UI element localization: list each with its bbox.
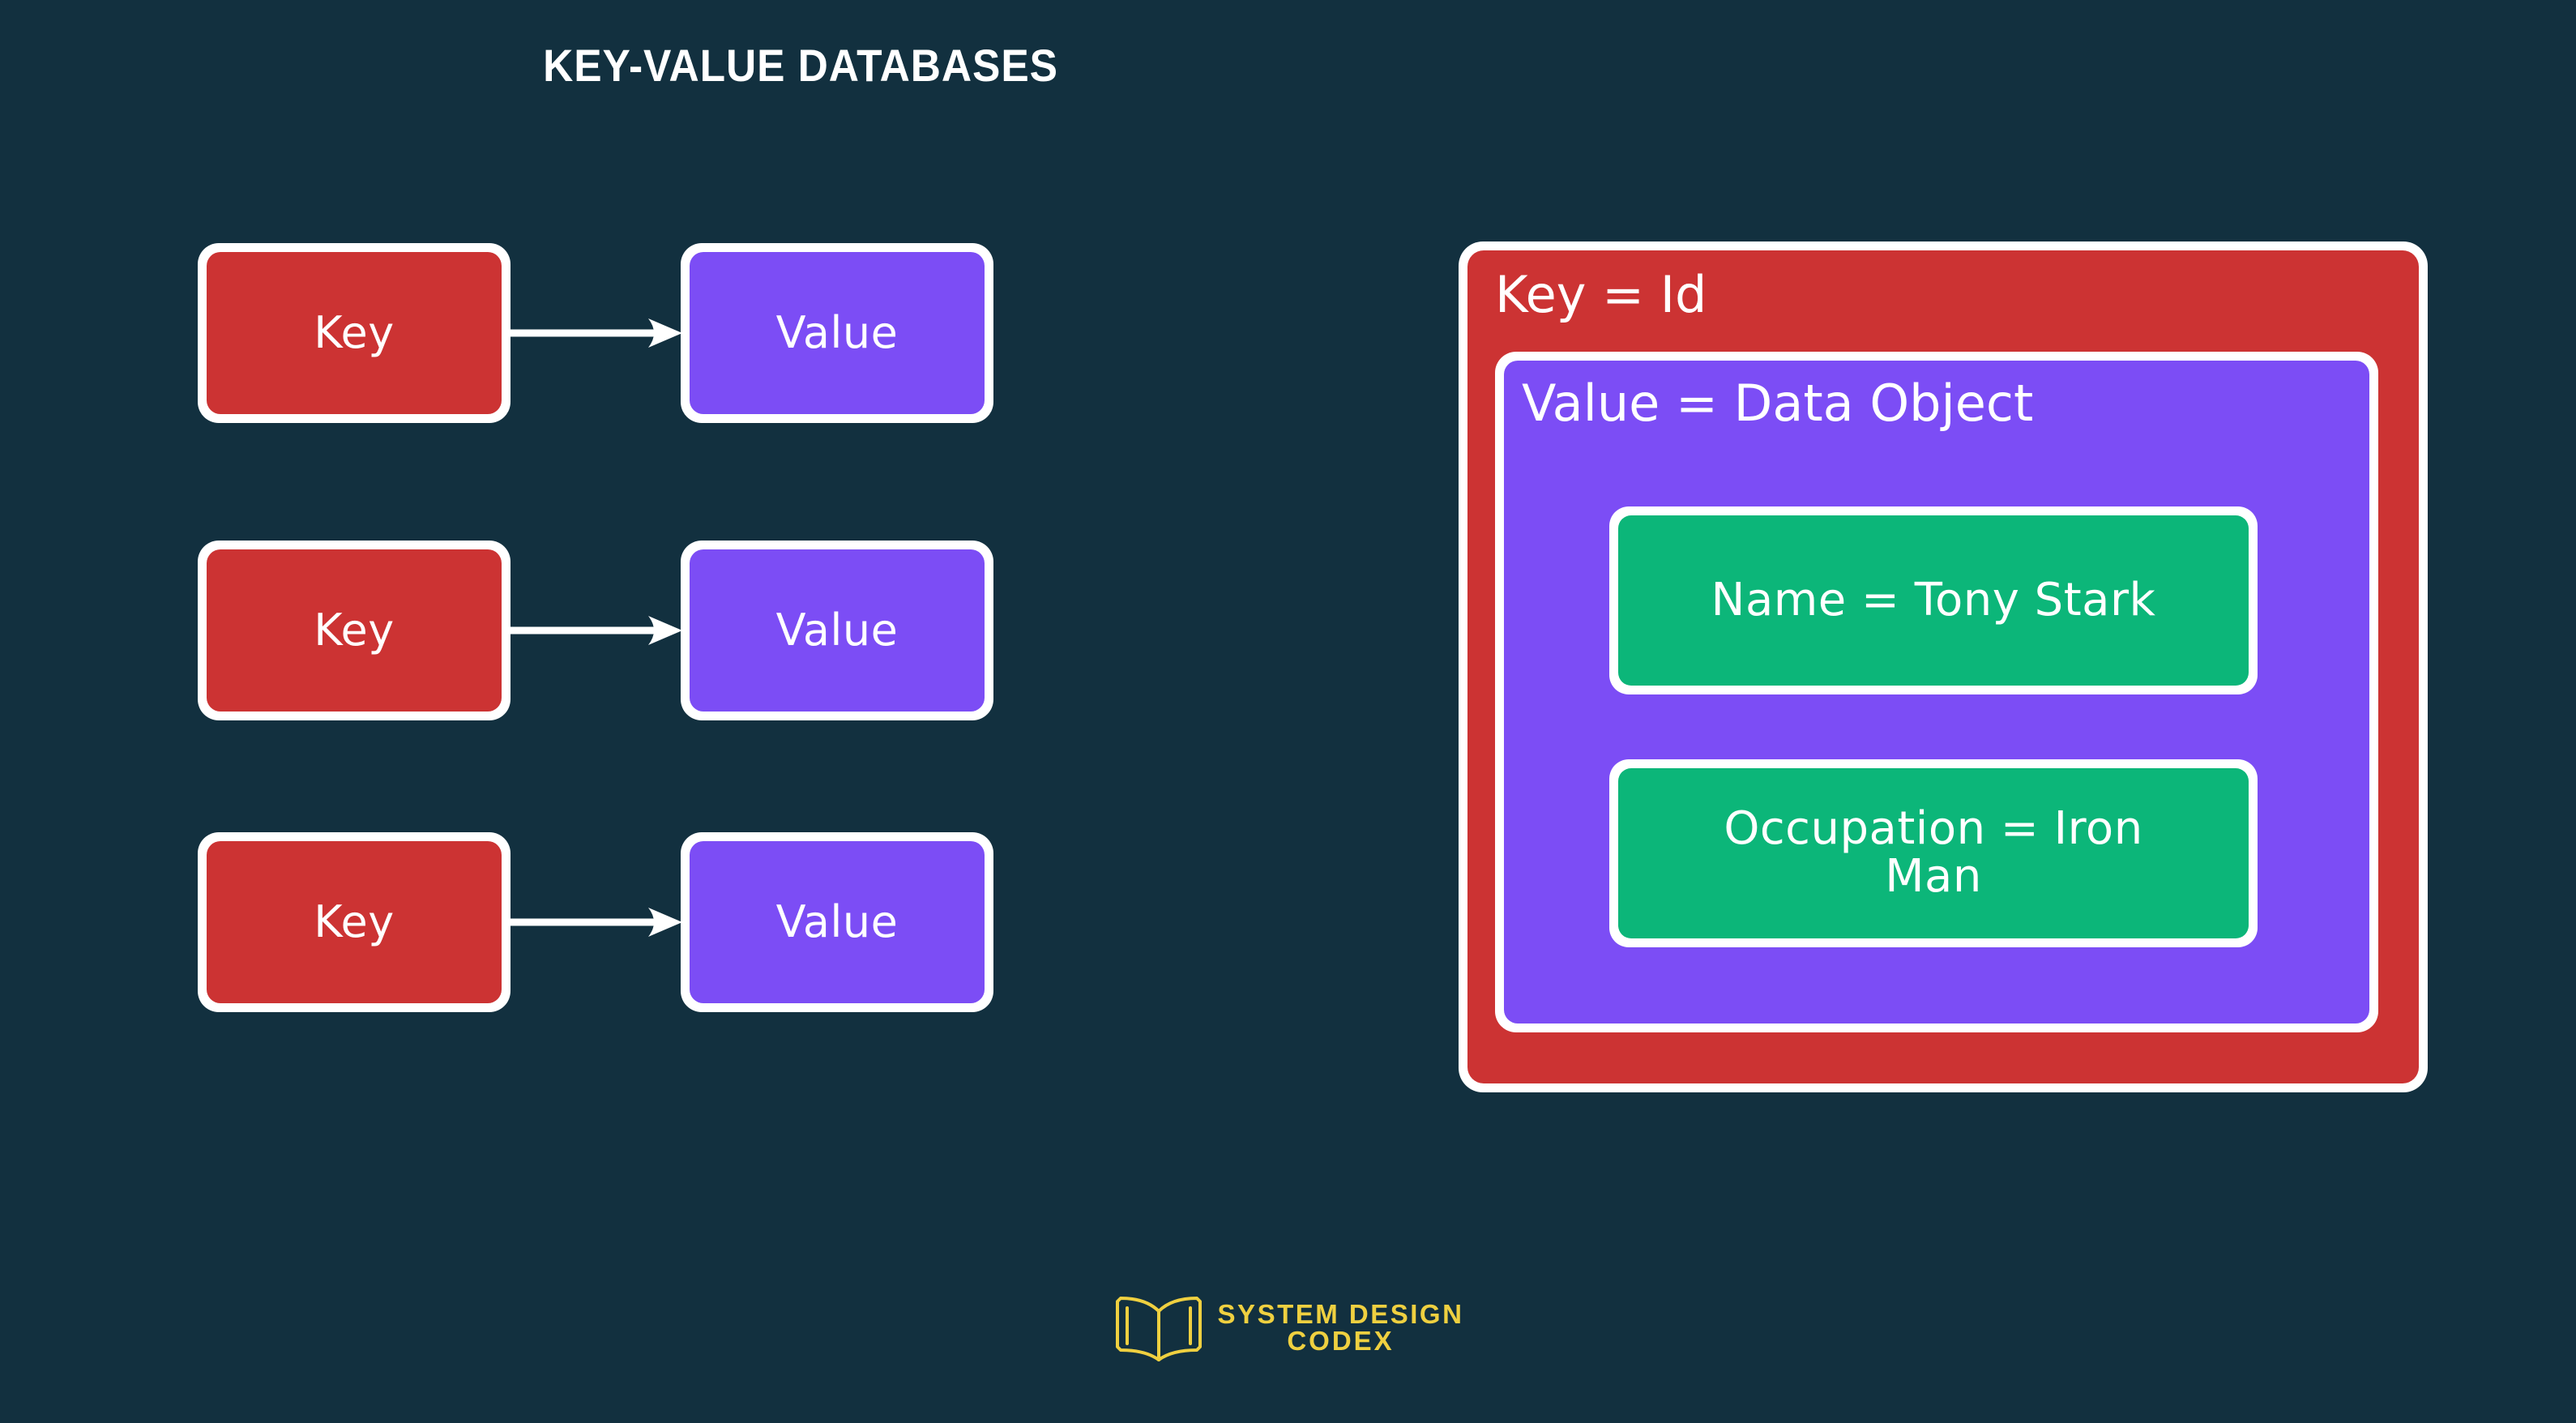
brand-logo-line2: CODEX	[1287, 1326, 1395, 1356]
value-box-label: Value	[775, 604, 899, 656]
key-box[interactable]: Key	[198, 541, 511, 720]
value-box-fill: Value	[690, 252, 985, 414]
brand-logo-text: SYSTEM DESIGN CODEX	[1218, 1301, 1464, 1354]
record-field-label: Name = Tony Stark	[1711, 573, 2156, 626]
value-box[interactable]: Value	[681, 832, 993, 1012]
record-field[interactable]: Occupation = Iron Man	[1609, 759, 2258, 947]
value-box-label: Value	[775, 306, 899, 358]
record-key-container[interactable]: Key = Id Value = Data Object Name = Tony…	[1459, 241, 2428, 1092]
key-box-label: Key	[314, 306, 395, 358]
record-value-fill: Value = Data Object Name = Tony Stark Oc…	[1504, 361, 2369, 1023]
value-box[interactable]: Value	[681, 541, 993, 720]
arrow-right-icon	[509, 315, 692, 351]
record-key-caption: Key = Id	[1495, 265, 1707, 324]
key-box-fill: Key	[207, 841, 502, 1003]
page-title: KEY-VALUE DATABASES	[543, 40, 1058, 91]
arrow-right-icon	[509, 613, 692, 648]
record-key-fill: Key = Id Value = Data Object Name = Tony…	[1467, 250, 2419, 1083]
value-box[interactable]: Value	[681, 243, 993, 423]
key-box[interactable]: Key	[198, 243, 511, 423]
key-box-label: Key	[314, 604, 395, 656]
open-book-icon	[1113, 1293, 1205, 1361]
brand-logo: SYSTEM DESIGN CODEX	[0, 1293, 2576, 1361]
key-box-label: Key	[314, 895, 395, 947]
value-box-fill: Value	[690, 549, 985, 712]
key-box-fill: Key	[207, 549, 502, 712]
record-value-caption: Value = Data Object	[1522, 374, 2034, 433]
key-box-fill: Key	[207, 252, 502, 414]
arrow-right-icon	[509, 904, 692, 940]
record-field-fill: Occupation = Iron Man	[1618, 768, 2249, 938]
key-box[interactable]: Key	[198, 832, 511, 1012]
record-field[interactable]: Name = Tony Stark	[1609, 506, 2258, 694]
value-box-fill: Value	[690, 841, 985, 1003]
brand-logo-line1: SYSTEM DESIGN	[1217, 1299, 1464, 1329]
record-field-label: Occupation = Iron Man	[1724, 802, 2143, 903]
record-value-container[interactable]: Value = Data Object Name = Tony Stark Oc…	[1495, 352, 2378, 1032]
record-field-fill: Name = Tony Stark	[1618, 515, 2249, 686]
value-box-label: Value	[775, 895, 899, 947]
nested-record-example: Key = Id Value = Data Object Name = Tony…	[1459, 241, 2428, 1092]
